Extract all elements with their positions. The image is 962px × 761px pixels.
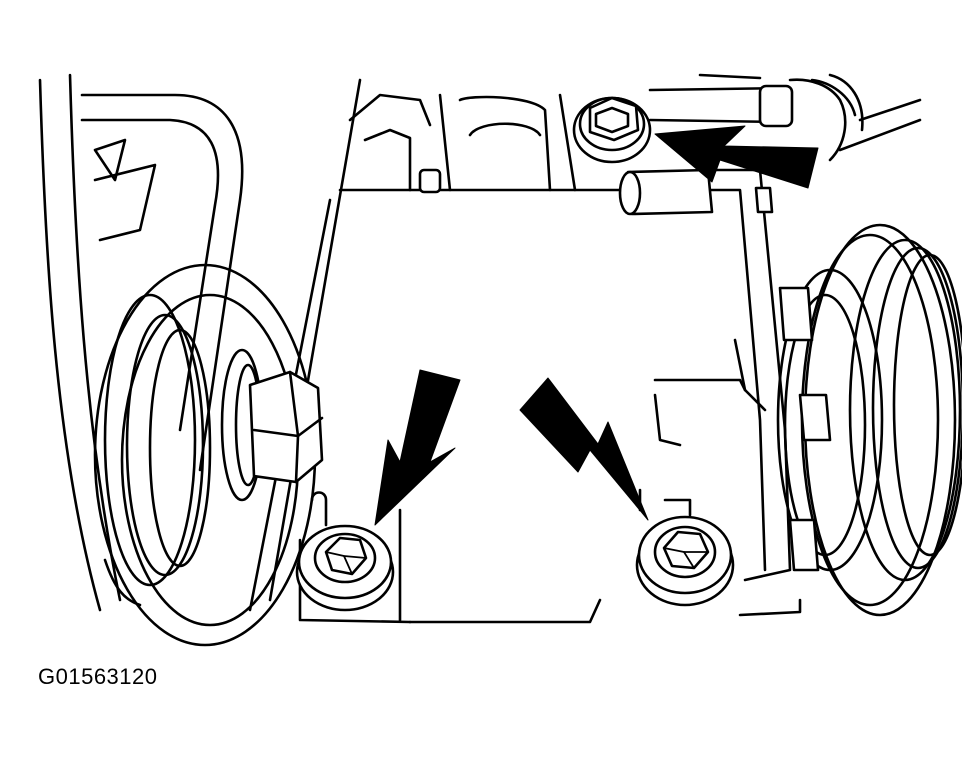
hex-nut-large [220, 348, 324, 502]
arrow-icon-lower-left [374, 369, 461, 526]
right-pulley [738, 223, 962, 617]
bracket-arm [618, 168, 792, 582]
lower-right-bolt [635, 515, 735, 607]
upper-hose [648, 73, 922, 162]
upper-bolt [572, 96, 652, 164]
arrow-icon-lower-right [519, 377, 649, 521]
figure-code: G01563120 [38, 664, 158, 689]
lower-left-bolt [295, 524, 395, 612]
arrow-icon-upper-right [654, 125, 819, 189]
left-belt-pulley [38, 73, 317, 647]
